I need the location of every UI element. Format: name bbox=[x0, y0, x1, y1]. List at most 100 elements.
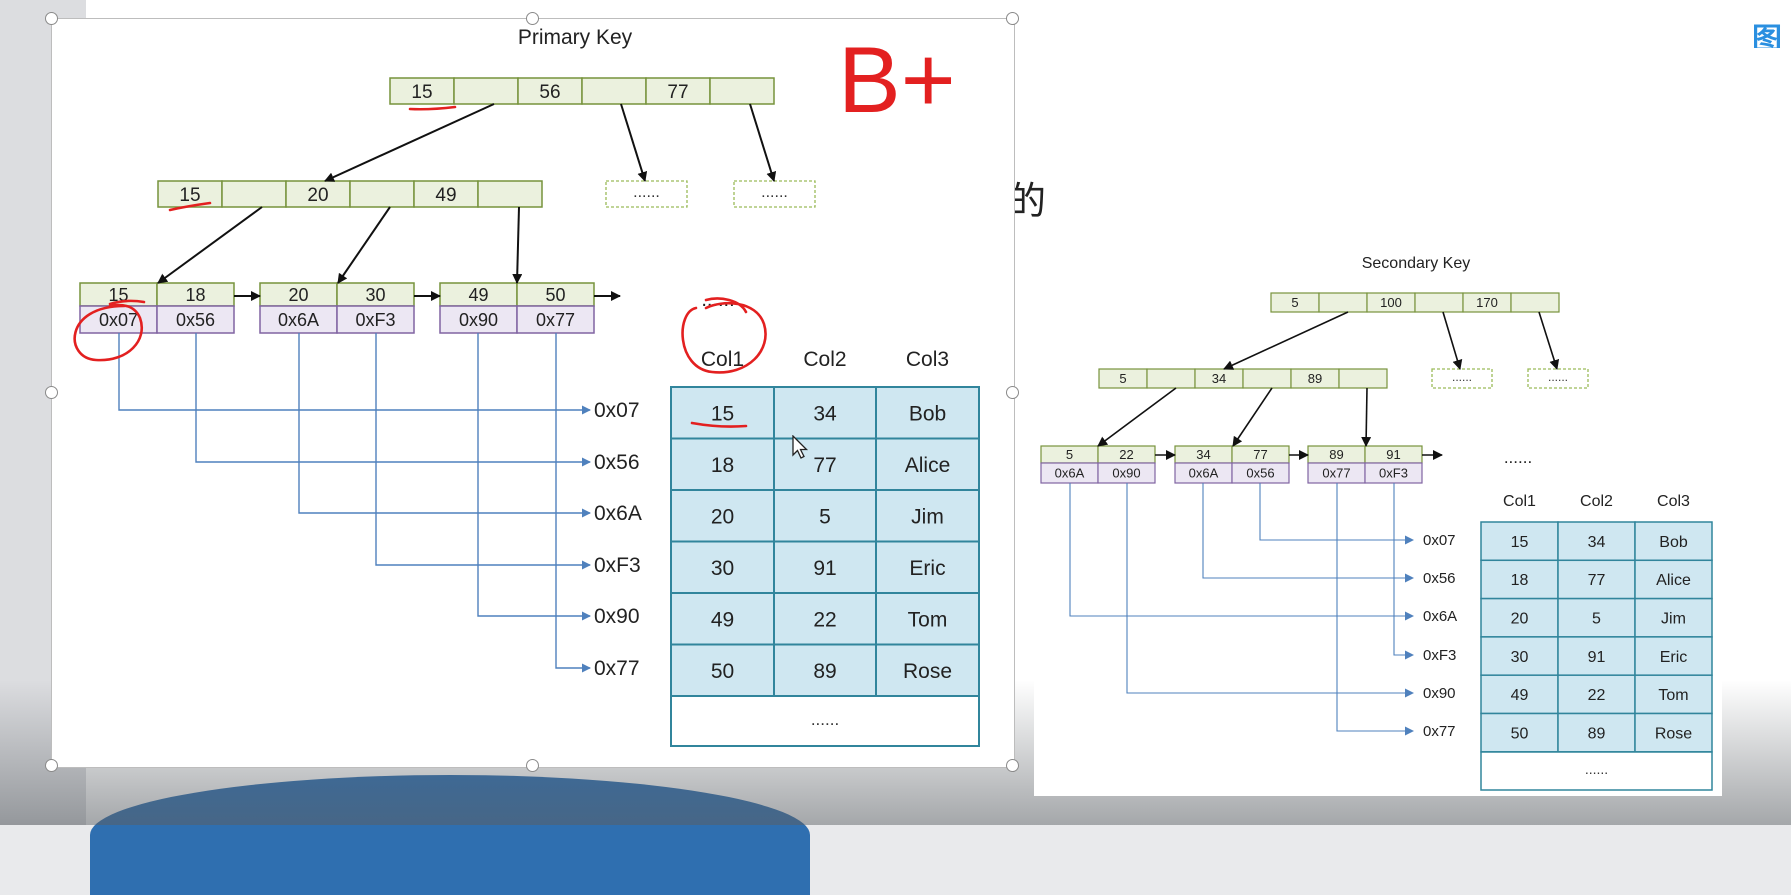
resize-handle-bottom-right[interactable] bbox=[1006, 759, 1019, 772]
primary-key-title: Primary Key bbox=[518, 26, 633, 49]
primary-table-footer-label: ...... bbox=[811, 710, 839, 729]
secondary-table-footer-label: ...... bbox=[1585, 761, 1608, 777]
primary-leaf-key-label: 18 bbox=[185, 285, 205, 305]
secondary-table-cell-label: 5 bbox=[1592, 611, 1601, 628]
secondary-placeholder-node-label: ...... bbox=[1452, 370, 1472, 384]
secondary-root-pointer-slot bbox=[1510, 292, 1560, 313]
secondary-table-cell-label: 20 bbox=[1511, 611, 1529, 628]
secondary-tree-edge bbox=[1232, 387, 1273, 447]
secondary-address-connector bbox=[1202, 483, 1414, 583]
resize-handle-bottom-left[interactable] bbox=[45, 759, 58, 772]
logo-glyph: 图 bbox=[1752, 22, 1782, 48]
primary-table-cell bbox=[773, 540, 877, 594]
primary-address-label: 0x07 bbox=[594, 399, 640, 422]
secondary-table-cell-label: 91 bbox=[1588, 649, 1606, 666]
primary-placeholder-node-label: ...... bbox=[761, 184, 788, 201]
resize-handle-top-left[interactable] bbox=[45, 12, 58, 25]
primary-table-cell-label: 22 bbox=[813, 608, 836, 631]
primary-table-cell-label: 89 bbox=[813, 660, 836, 683]
secondary-table-cell bbox=[1557, 636, 1636, 676]
secondary-tree-edge bbox=[1223, 311, 1349, 370]
primary-table-cell bbox=[670, 386, 775, 440]
secondary-mid-key-label: 5 bbox=[1119, 371, 1126, 386]
secondary-address-label: 0xF3 bbox=[1423, 647, 1456, 664]
primary-table-cell-label: 91 bbox=[813, 557, 836, 580]
primary-mid-key-label: 49 bbox=[435, 185, 456, 206]
primary-tree-edge bbox=[337, 206, 391, 284]
mouse-cursor-icon bbox=[792, 435, 809, 459]
secondary-mid-pointer-slot bbox=[1242, 368, 1292, 389]
secondary-table-cell-label: 18 bbox=[1511, 572, 1529, 589]
primary-address-label: 0x90 bbox=[594, 605, 640, 628]
secondary-leaf-pointer-label: 0x6A bbox=[1189, 466, 1219, 481]
primary-table-cell-label: 18 bbox=[711, 454, 734, 477]
secondary-table-cell-label: 89 bbox=[1588, 725, 1606, 742]
secondary-table-cell-label: 50 bbox=[1511, 725, 1529, 742]
primary-leaf-pointer-label: 0x90 bbox=[459, 310, 498, 330]
secondary-tree-edge bbox=[1538, 311, 1560, 370]
secondary-address-label: 0x6A bbox=[1423, 608, 1457, 625]
primary-address-connector bbox=[195, 333, 591, 467]
primary-address-label: 0xF3 bbox=[594, 554, 641, 577]
secondary-table-cell-label: 77 bbox=[1588, 572, 1606, 589]
secondary-root-key-label: 5 bbox=[1291, 295, 1298, 310]
secondary-address-connector bbox=[1259, 483, 1414, 545]
primary-root-key bbox=[645, 77, 711, 105]
secondary-table-cell bbox=[1634, 521, 1713, 562]
primary-address-connector bbox=[375, 333, 591, 570]
secondary-leaf-key-label: 77 bbox=[1253, 447, 1267, 462]
primary-table-cell-label: Alice bbox=[905, 454, 951, 477]
primary-root-pointer-slot bbox=[581, 77, 647, 105]
primary-tree-edge bbox=[157, 206, 263, 284]
primary-table-cell-label: 15 bbox=[711, 402, 734, 425]
secondary-root-key-label: 170 bbox=[1476, 295, 1498, 310]
secondary-root-key-label: 100 bbox=[1380, 295, 1402, 310]
primary-root-key bbox=[517, 77, 583, 105]
primary-root-key bbox=[389, 77, 455, 105]
primary-mid-key-label: 20 bbox=[307, 185, 328, 206]
pen-stroke bbox=[704, 297, 748, 314]
primary-placeholder-node-label: ...... bbox=[633, 184, 660, 201]
primary-leaf-key-label: 30 bbox=[365, 285, 385, 305]
primary-table-cell-label: Rose bbox=[903, 660, 952, 683]
resize-handle-bottom-middle[interactable] bbox=[526, 759, 539, 772]
primary-address-label: 0x6A bbox=[594, 502, 642, 525]
secondary-table-cell-label: 15 bbox=[1511, 534, 1529, 551]
resize-handle-middle-right[interactable] bbox=[1006, 386, 1019, 399]
secondary-root-pointer-slot bbox=[1318, 292, 1368, 313]
secondary-leaf-key-label: 22 bbox=[1119, 447, 1133, 462]
secondary-table-cell bbox=[1480, 636, 1559, 676]
primary-address-connector bbox=[298, 333, 591, 518]
secondary-table-cell-label: 22 bbox=[1588, 687, 1606, 704]
secondary-address-label: 0x90 bbox=[1423, 685, 1456, 702]
secondary-table-cell bbox=[1557, 712, 1636, 753]
primary-mid-pointer-slot bbox=[221, 180, 287, 208]
resize-handle-top-right[interactable] bbox=[1006, 12, 1019, 25]
primary-root-key-label: 56 bbox=[539, 82, 560, 103]
primary-leaf-key-label: 50 bbox=[545, 285, 565, 305]
app-logo-icon[interactable]: 图 bbox=[1752, 14, 1791, 48]
secondary-tree-edge bbox=[1361, 387, 1372, 447]
secondary-address-connector bbox=[1069, 483, 1414, 621]
secondary-table-cell bbox=[1480, 559, 1559, 600]
secondary-address-label: 0x56 bbox=[1423, 570, 1456, 587]
primary-table-cell-label: Bob bbox=[909, 402, 946, 425]
primary-address-connector bbox=[118, 333, 591, 415]
secondary-leaf-pointer-label: 0x6A bbox=[1055, 466, 1085, 481]
secondary-leaf-key-label: 5 bbox=[1066, 447, 1073, 462]
pen-stroke bbox=[408, 105, 457, 111]
secondary-table-cell bbox=[1557, 674, 1636, 715]
primary-mid-key bbox=[157, 180, 223, 208]
secondary-address-label: 0x07 bbox=[1423, 532, 1456, 549]
secondary-leaf-pointer-label: 0xF3 bbox=[1379, 466, 1408, 481]
resize-handle-top-middle[interactable] bbox=[526, 12, 539, 25]
secondary-table-cell bbox=[1634, 712, 1713, 753]
primary-table-cell-label: 30 bbox=[711, 557, 734, 580]
primary-root-pointer-slot bbox=[709, 77, 775, 105]
secondary-table-cell bbox=[1634, 674, 1713, 715]
primary-tree-edge bbox=[749, 103, 777, 182]
pen-stroke bbox=[168, 201, 212, 212]
resize-handle-middle-left[interactable] bbox=[45, 386, 58, 399]
secondary-table-cell-label: Eric bbox=[1660, 649, 1688, 666]
